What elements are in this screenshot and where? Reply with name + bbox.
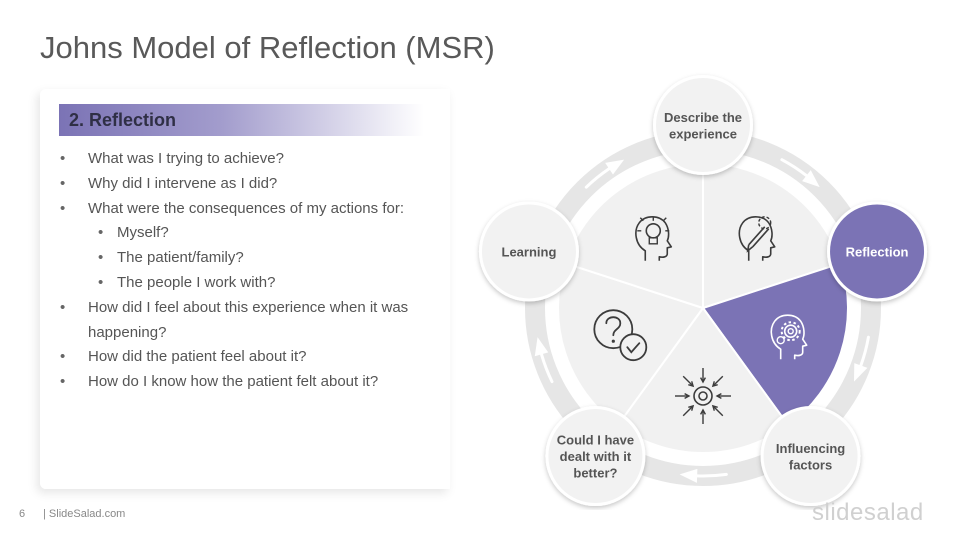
section-heading: 2. Reflection [69, 110, 177, 130]
step-label: dealt with it [560, 449, 632, 464]
head-pencil-icon [738, 216, 776, 261]
bullet-item: How do I know how the patient felt about… [58, 370, 448, 395]
cycle-icons [593, 216, 808, 424]
ring-arrow-mark [584, 167, 611, 189]
step-circle [830, 204, 925, 299]
bullet-item: How did I feel about this experience whe… [58, 296, 448, 346]
step-circle [548, 409, 643, 504]
brand-logo: slidesalad [812, 499, 924, 526]
ring-arrow-mark [780, 158, 808, 178]
cycle-step-circles: Describe theexperienceReflectionInfluenc… [478, 75, 928, 507]
step-circle [656, 78, 750, 172]
ring-arrow-head [679, 468, 698, 483]
head-gear-icon [770, 314, 808, 360]
ring-arrow-head [534, 337, 549, 357]
ring-arrow-mark [540, 352, 554, 384]
bullet-item: Why did I intervene as I did? [58, 172, 448, 197]
target-arrows-icon [675, 368, 731, 424]
sub-bullet-item: The patient/family? [58, 246, 448, 271]
ring-arrow-head [605, 159, 625, 175]
slide-title: Johns Model of Reflection (MSR) [40, 30, 495, 65]
footer-source: | SlideSalad.com [43, 508, 126, 520]
step-label: factors [789, 457, 832, 472]
step-label: Describe the [664, 110, 742, 125]
reflection-cycle-diagram: Describe theexperienceReflectionInfluenc… [478, 75, 928, 507]
step-label: Learning [502, 244, 557, 259]
cycle-step: Reflection [827, 201, 928, 302]
sub-bullet-item: Myself? [58, 221, 448, 246]
step-label: better? [573, 466, 617, 481]
ring-arrow-mark [859, 335, 870, 367]
section-heading-bar: 2. Reflection [59, 104, 424, 136]
ring-arrow-mark [695, 472, 728, 478]
bullet-item: What was I trying to achieve? [58, 147, 448, 172]
question-check-icon [593, 309, 648, 362]
cycle-step: Learning [478, 201, 579, 302]
step-label: Influencing [776, 441, 845, 456]
step-label: experience [669, 126, 737, 141]
step-circle [763, 409, 858, 504]
bullet-item: What were the consequences of my actions… [58, 197, 448, 222]
page-number: 6 [19, 508, 26, 520]
step-circle [481, 204, 576, 299]
head-lightbulb-icon [635, 216, 673, 261]
step-label: Reflection [846, 244, 909, 259]
step-label: Could I have [557, 433, 634, 448]
ring-arrow-head [802, 170, 820, 188]
sub-bullet-item: The people I work with? [58, 271, 448, 296]
bullet-list: What was I trying to achieve?Why did I i… [58, 147, 448, 395]
bullet-item: How did the patient feel about it? [58, 345, 448, 370]
ring-arrow-head [853, 363, 868, 382]
